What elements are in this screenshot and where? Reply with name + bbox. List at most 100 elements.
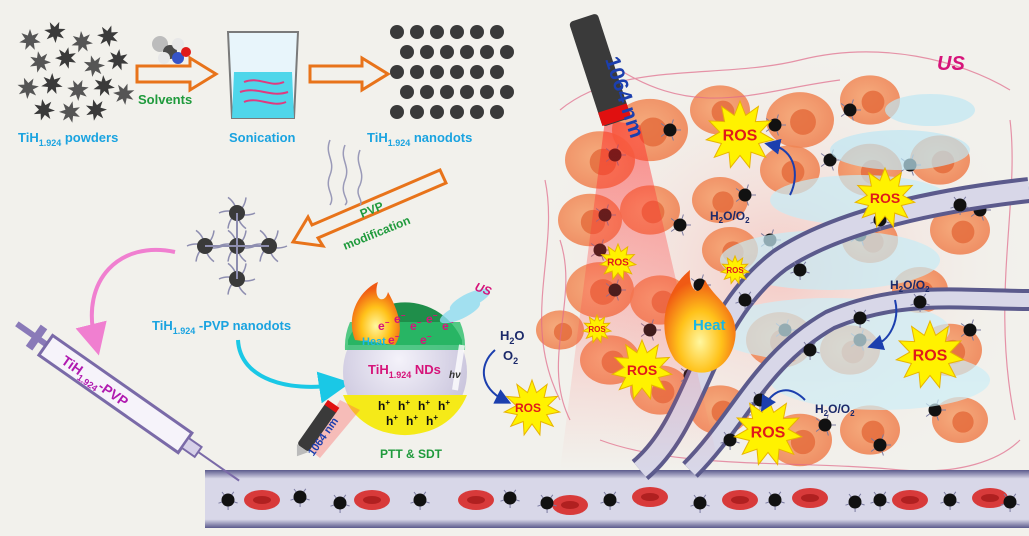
arrow-1 [764, 138, 796, 196]
electron-label: e− [394, 311, 406, 326]
rbc-center [981, 494, 999, 502]
electrons: e−e−e−e−e−e−e− [378, 311, 454, 347]
ros-star [704, 99, 776, 169]
ros-label: ROS [913, 348, 948, 365]
laser-small-icon [296, 399, 360, 458]
nds-label: TiH1.924 NDs [368, 362, 441, 380]
powder-particle [41, 72, 63, 95]
nanodot [480, 45, 494, 59]
fiber [557, 239, 571, 421]
vessel-nanodot [953, 198, 967, 212]
rbc-center [801, 494, 819, 502]
h2o-o2-label-2: H2O/O2 [890, 278, 930, 294]
powder-particles [17, 21, 135, 123]
nanodot [410, 25, 424, 39]
arrow-nanodots [308, 55, 391, 93]
fiber [559, 51, 1011, 111]
rbc-center [253, 496, 271, 504]
h2o-o2-label-1: H2O/O2 [710, 209, 750, 225]
vessel-nanodot [803, 343, 817, 357]
nanodot [490, 105, 504, 119]
arrow-ros-small [482, 349, 512, 404]
nanodot [400, 45, 414, 59]
nanodot [480, 85, 494, 99]
vessel-nanodot [853, 311, 867, 325]
powder-particle [54, 47, 76, 69]
nanodot [390, 25, 404, 39]
hv-label: hν [449, 370, 461, 381]
ros-label: ROS [627, 362, 657, 378]
nanodot [420, 45, 434, 59]
nanodot [430, 65, 444, 79]
ros-star-small [502, 378, 562, 437]
powder-particle [19, 29, 41, 50]
cell-nucleus [553, 322, 573, 342]
powder-particle [17, 77, 39, 99]
fiber [619, 69, 841, 99]
nanodot [450, 25, 464, 39]
vessel-nanodot [540, 496, 554, 510]
vessel-nanodot [768, 493, 782, 507]
pvp-label-2: modification [341, 213, 412, 253]
fiber [1004, 119, 1016, 421]
ros-label: ROS [607, 258, 629, 269]
powder-particle [113, 83, 135, 105]
arrow-3 [760, 389, 806, 412]
pvp-nanodot-cluster [186, 196, 288, 296]
nanodot [460, 45, 474, 59]
nanodot [470, 105, 484, 119]
ros-small-label: ROS [515, 401, 541, 415]
cell-nucleus [952, 411, 974, 433]
vessel-nanodot [693, 496, 707, 510]
tumor-fibers [541, 51, 1021, 472]
us-small-label: US [473, 280, 493, 299]
electron-label: e− [426, 311, 438, 326]
vessel-nanodot [221, 493, 235, 507]
cell-nucleus [861, 90, 885, 114]
nanodot [410, 65, 424, 79]
nanodot [390, 105, 404, 119]
ros-label: ROS [751, 425, 786, 442]
nanodot-grid [390, 25, 514, 119]
nanodot [430, 105, 444, 119]
pvp-strands [327, 139, 363, 206]
powder-particle [67, 79, 89, 102]
cell-nucleus [951, 220, 975, 244]
vessel-nanodot [1003, 495, 1017, 509]
electron-label: e− [442, 318, 454, 333]
solvent-molecule-icon [152, 36, 191, 64]
cell-nucleus [712, 191, 734, 213]
nanodot [400, 85, 414, 99]
powder-particle [33, 99, 55, 121]
ros-star [719, 254, 751, 285]
tumor-nanodot [873, 438, 887, 452]
o2-label: O2 [503, 348, 518, 366]
us-small-waves [439, 288, 491, 324]
nanodot [500, 85, 514, 99]
vessel-nanodot [503, 491, 517, 505]
heat-label: Heat [693, 317, 726, 334]
vessel-nanodot [943, 493, 957, 507]
tumor-nanodot [843, 103, 857, 117]
cell-nucleus [638, 117, 668, 147]
nanodot [440, 85, 454, 99]
arrow-injection [75, 247, 176, 356]
h2o-o2-label-3: H2O/O2 [815, 402, 855, 418]
nanodot [490, 65, 504, 79]
powder-particle [29, 51, 51, 73]
ros-label: ROS [870, 190, 900, 206]
nanodot [430, 25, 444, 39]
ros-star [598, 242, 638, 281]
ros-label: ROS [723, 128, 758, 145]
heat-small-label: Heat [362, 336, 386, 348]
nanodot [470, 25, 484, 39]
vessel-nanodot [873, 493, 887, 507]
rbc-center [731, 496, 749, 504]
powder-particle [97, 25, 119, 47]
arrow-sonication [135, 55, 219, 93]
heat-flame [664, 270, 736, 373]
sonication-label: Sonication [229, 130, 296, 145]
nanodot [410, 105, 424, 119]
